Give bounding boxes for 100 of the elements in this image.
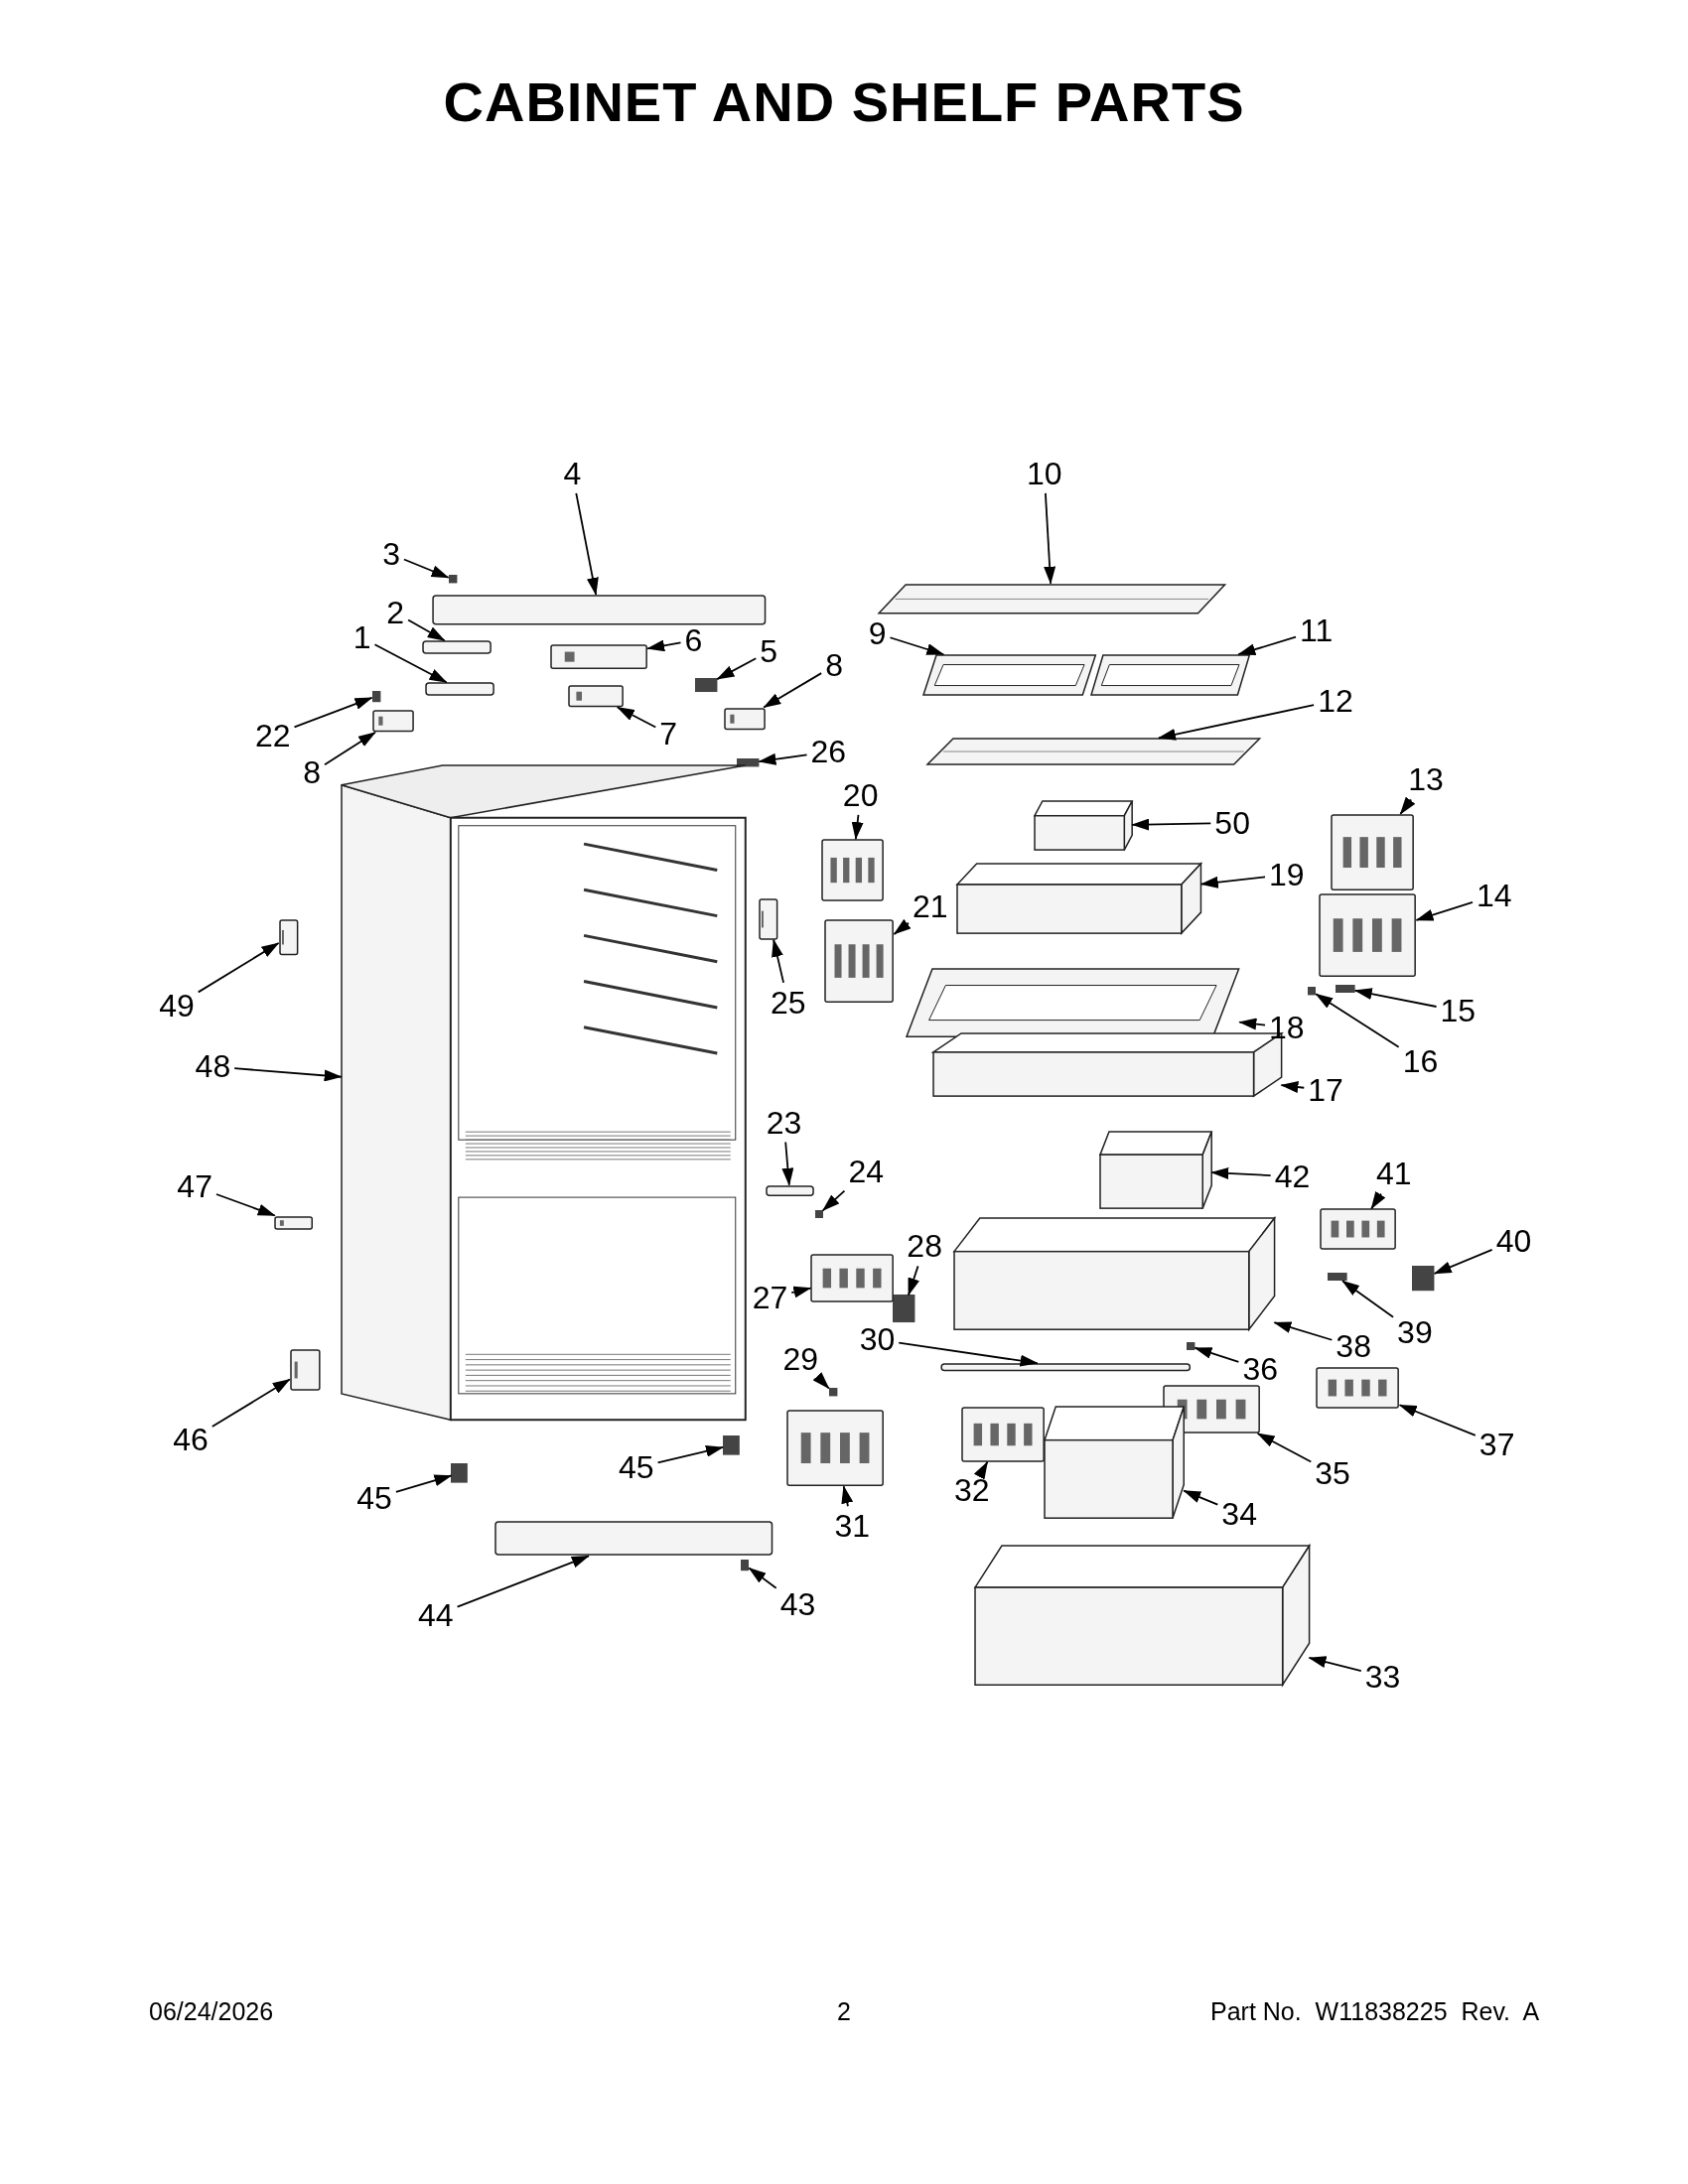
bar-drawing	[424, 682, 494, 697]
screw-drawing	[371, 690, 380, 702]
leader-line	[1238, 1018, 1266, 1030]
screw-drawing	[1308, 987, 1317, 996]
bin-drawing	[1100, 1131, 1212, 1208]
bar-drawing	[493, 1521, 774, 1557]
callout-number: 36	[1242, 1352, 1278, 1385]
leader-line	[456, 1555, 590, 1608]
screw-drawing	[814, 1210, 823, 1219]
callout-number: 38	[1336, 1330, 1371, 1363]
bar-drawing	[939, 1363, 1192, 1372]
callout-number: 12	[1318, 684, 1353, 717]
leader-line	[781, 1141, 794, 1186]
bin-drawing	[957, 863, 1201, 933]
bracket-drawing	[810, 1254, 895, 1303]
callout-number: 11	[1300, 614, 1334, 647]
leader-line	[1398, 1404, 1477, 1436]
bracket-drawing	[820, 839, 884, 902]
callout-number: 19	[1269, 858, 1305, 890]
screw-drawing	[1327, 1273, 1347, 1282]
leader-line	[1044, 492, 1056, 585]
callout-number: 47	[177, 1170, 212, 1203]
screw-drawing	[893, 1295, 915, 1323]
leader-line	[197, 942, 280, 994]
leader-line	[1199, 876, 1266, 888]
callout-number: 29	[782, 1342, 819, 1375]
leader-line	[772, 938, 784, 984]
bracket-drawing	[786, 1410, 885, 1487]
bracket-drawing	[1320, 1208, 1397, 1251]
bin-drawing	[974, 1545, 1310, 1686]
callout-number: 10	[1026, 457, 1062, 489]
leader-line	[1194, 1346, 1240, 1363]
leader-line	[1273, 1321, 1334, 1341]
callout-number: 27	[752, 1282, 788, 1314]
leader-line	[1353, 988, 1438, 1008]
callout-number: 23	[766, 1106, 802, 1139]
callout-number: 15	[1440, 995, 1477, 1027]
screw-drawing	[828, 1388, 837, 1397]
callout-number: 18	[1269, 1012, 1305, 1044]
shelf-frame-drawing	[1089, 654, 1250, 697]
callout-number: 25	[770, 986, 806, 1019]
screw-drawing	[694, 678, 718, 693]
screw-drawing	[451, 1463, 469, 1483]
callout-number: 48	[195, 1050, 231, 1083]
clip-drawing	[371, 710, 414, 733]
leader-line	[898, 1341, 1039, 1367]
callout-number: 8	[825, 649, 843, 682]
leader-line	[716, 657, 758, 680]
callout-number: 22	[254, 719, 291, 751]
leader-line	[1237, 635, 1297, 656]
cabinet-drawing	[341, 765, 746, 1421]
callout-number: 45	[356, 1482, 392, 1515]
screw-drawing	[722, 1435, 740, 1455]
leader-line	[908, 1265, 919, 1297]
leader-line	[1280, 1081, 1306, 1094]
page-number: 2	[837, 1997, 851, 2026]
callout-number: 35	[1315, 1457, 1350, 1489]
leader-line	[1131, 818, 1212, 831]
callout-number: 13	[1408, 763, 1444, 796]
leader-line	[324, 731, 376, 766]
callout-number: 44	[418, 1599, 454, 1632]
callout-number: 37	[1478, 1428, 1515, 1460]
part-number-text: Part No. W11838225 Rev. A	[1210, 1997, 1540, 2026]
callout-number: 34	[1221, 1497, 1257, 1530]
leader-line	[758, 752, 808, 765]
callout-number: 39	[1397, 1316, 1433, 1349]
screw-drawing	[448, 575, 458, 584]
clip-drawing	[289, 1349, 321, 1392]
callout-number: 21	[912, 890, 948, 923]
leader-line	[973, 1460, 989, 1480]
leader-line	[293, 697, 373, 729]
clip-drawing	[759, 897, 779, 940]
callout-number: 2	[386, 597, 405, 629]
leader-line	[211, 1378, 291, 1428]
leader-line	[1308, 1656, 1362, 1673]
callout-number: 17	[1308, 1074, 1343, 1107]
callout-number: 7	[659, 718, 678, 751]
leader-line	[841, 1485, 854, 1508]
callout-number: 6	[684, 624, 703, 657]
callout-number: 42	[1274, 1160, 1311, 1193]
page-title: CABINET AND SHELF PARTS	[442, 69, 1246, 134]
shelf-drawing	[877, 583, 1226, 614]
callout-number: 3	[382, 538, 400, 571]
screw-drawing	[1412, 1266, 1435, 1292]
bar-drawing	[431, 594, 767, 625]
leader-line	[233, 1067, 343, 1082]
bracket-drawing	[960, 1406, 1045, 1462]
leader-line	[1158, 704, 1316, 741]
screw-drawing	[1187, 1342, 1196, 1351]
leader-line	[1370, 1190, 1386, 1210]
leader-line	[656, 1444, 724, 1464]
bar-drawing	[422, 640, 492, 655]
callout-number: 28	[907, 1230, 942, 1263]
leader-line	[1433, 1248, 1493, 1275]
callout-number: 20	[842, 778, 879, 811]
clip-drawing	[550, 644, 648, 670]
bar-drawing	[765, 1184, 814, 1196]
bin-drawing	[1044, 1406, 1185, 1518]
leader-line	[748, 1567, 777, 1589]
bracket-drawing	[824, 918, 895, 1003]
